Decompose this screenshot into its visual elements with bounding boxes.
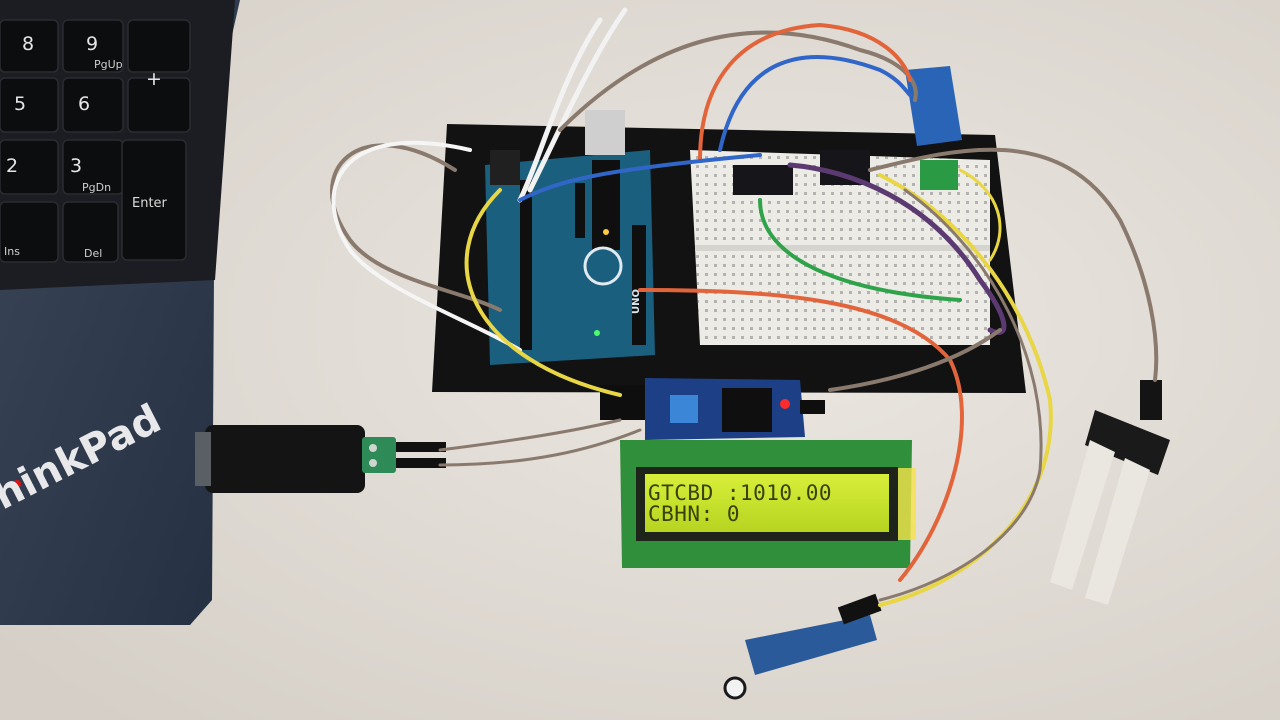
key-label-plus: +: [146, 68, 162, 90]
key-label-6: 6: [78, 93, 91, 115]
key-label-3: 3: [70, 155, 83, 177]
lcd-line-1: GTCBD :1010.00: [648, 481, 833, 505]
key-label-pgdn: PgDn: [82, 181, 112, 194]
key-label-del: Del: [84, 247, 103, 260]
key-label-2: 2: [6, 155, 19, 177]
key-label-9: 9: [86, 33, 99, 55]
key-label-enter: Enter: [132, 196, 167, 211]
laptop: [0, 0, 446, 625]
arduino-label: UNO: [631, 289, 642, 314]
key-label-8: 8: [22, 33, 35, 55]
key-label-ins: Ins: [4, 245, 20, 258]
sensor-module-top: [905, 66, 962, 146]
i2c-adapter: [600, 378, 825, 440]
key-label-pgup: PgUp: [94, 58, 123, 71]
small-sensor-module: [723, 593, 882, 700]
soil-moisture-sensor: [1050, 380, 1170, 605]
arduino-board: [485, 110, 655, 365]
jumper-wires: [330, 7, 1159, 607]
breadboard: [690, 150, 990, 345]
key-label-5: 5: [14, 93, 27, 115]
brand-dot: [13, 480, 21, 488]
lcd-module: [620, 440, 916, 568]
lcd-line-2: CBHN: 0: [648, 502, 741, 526]
